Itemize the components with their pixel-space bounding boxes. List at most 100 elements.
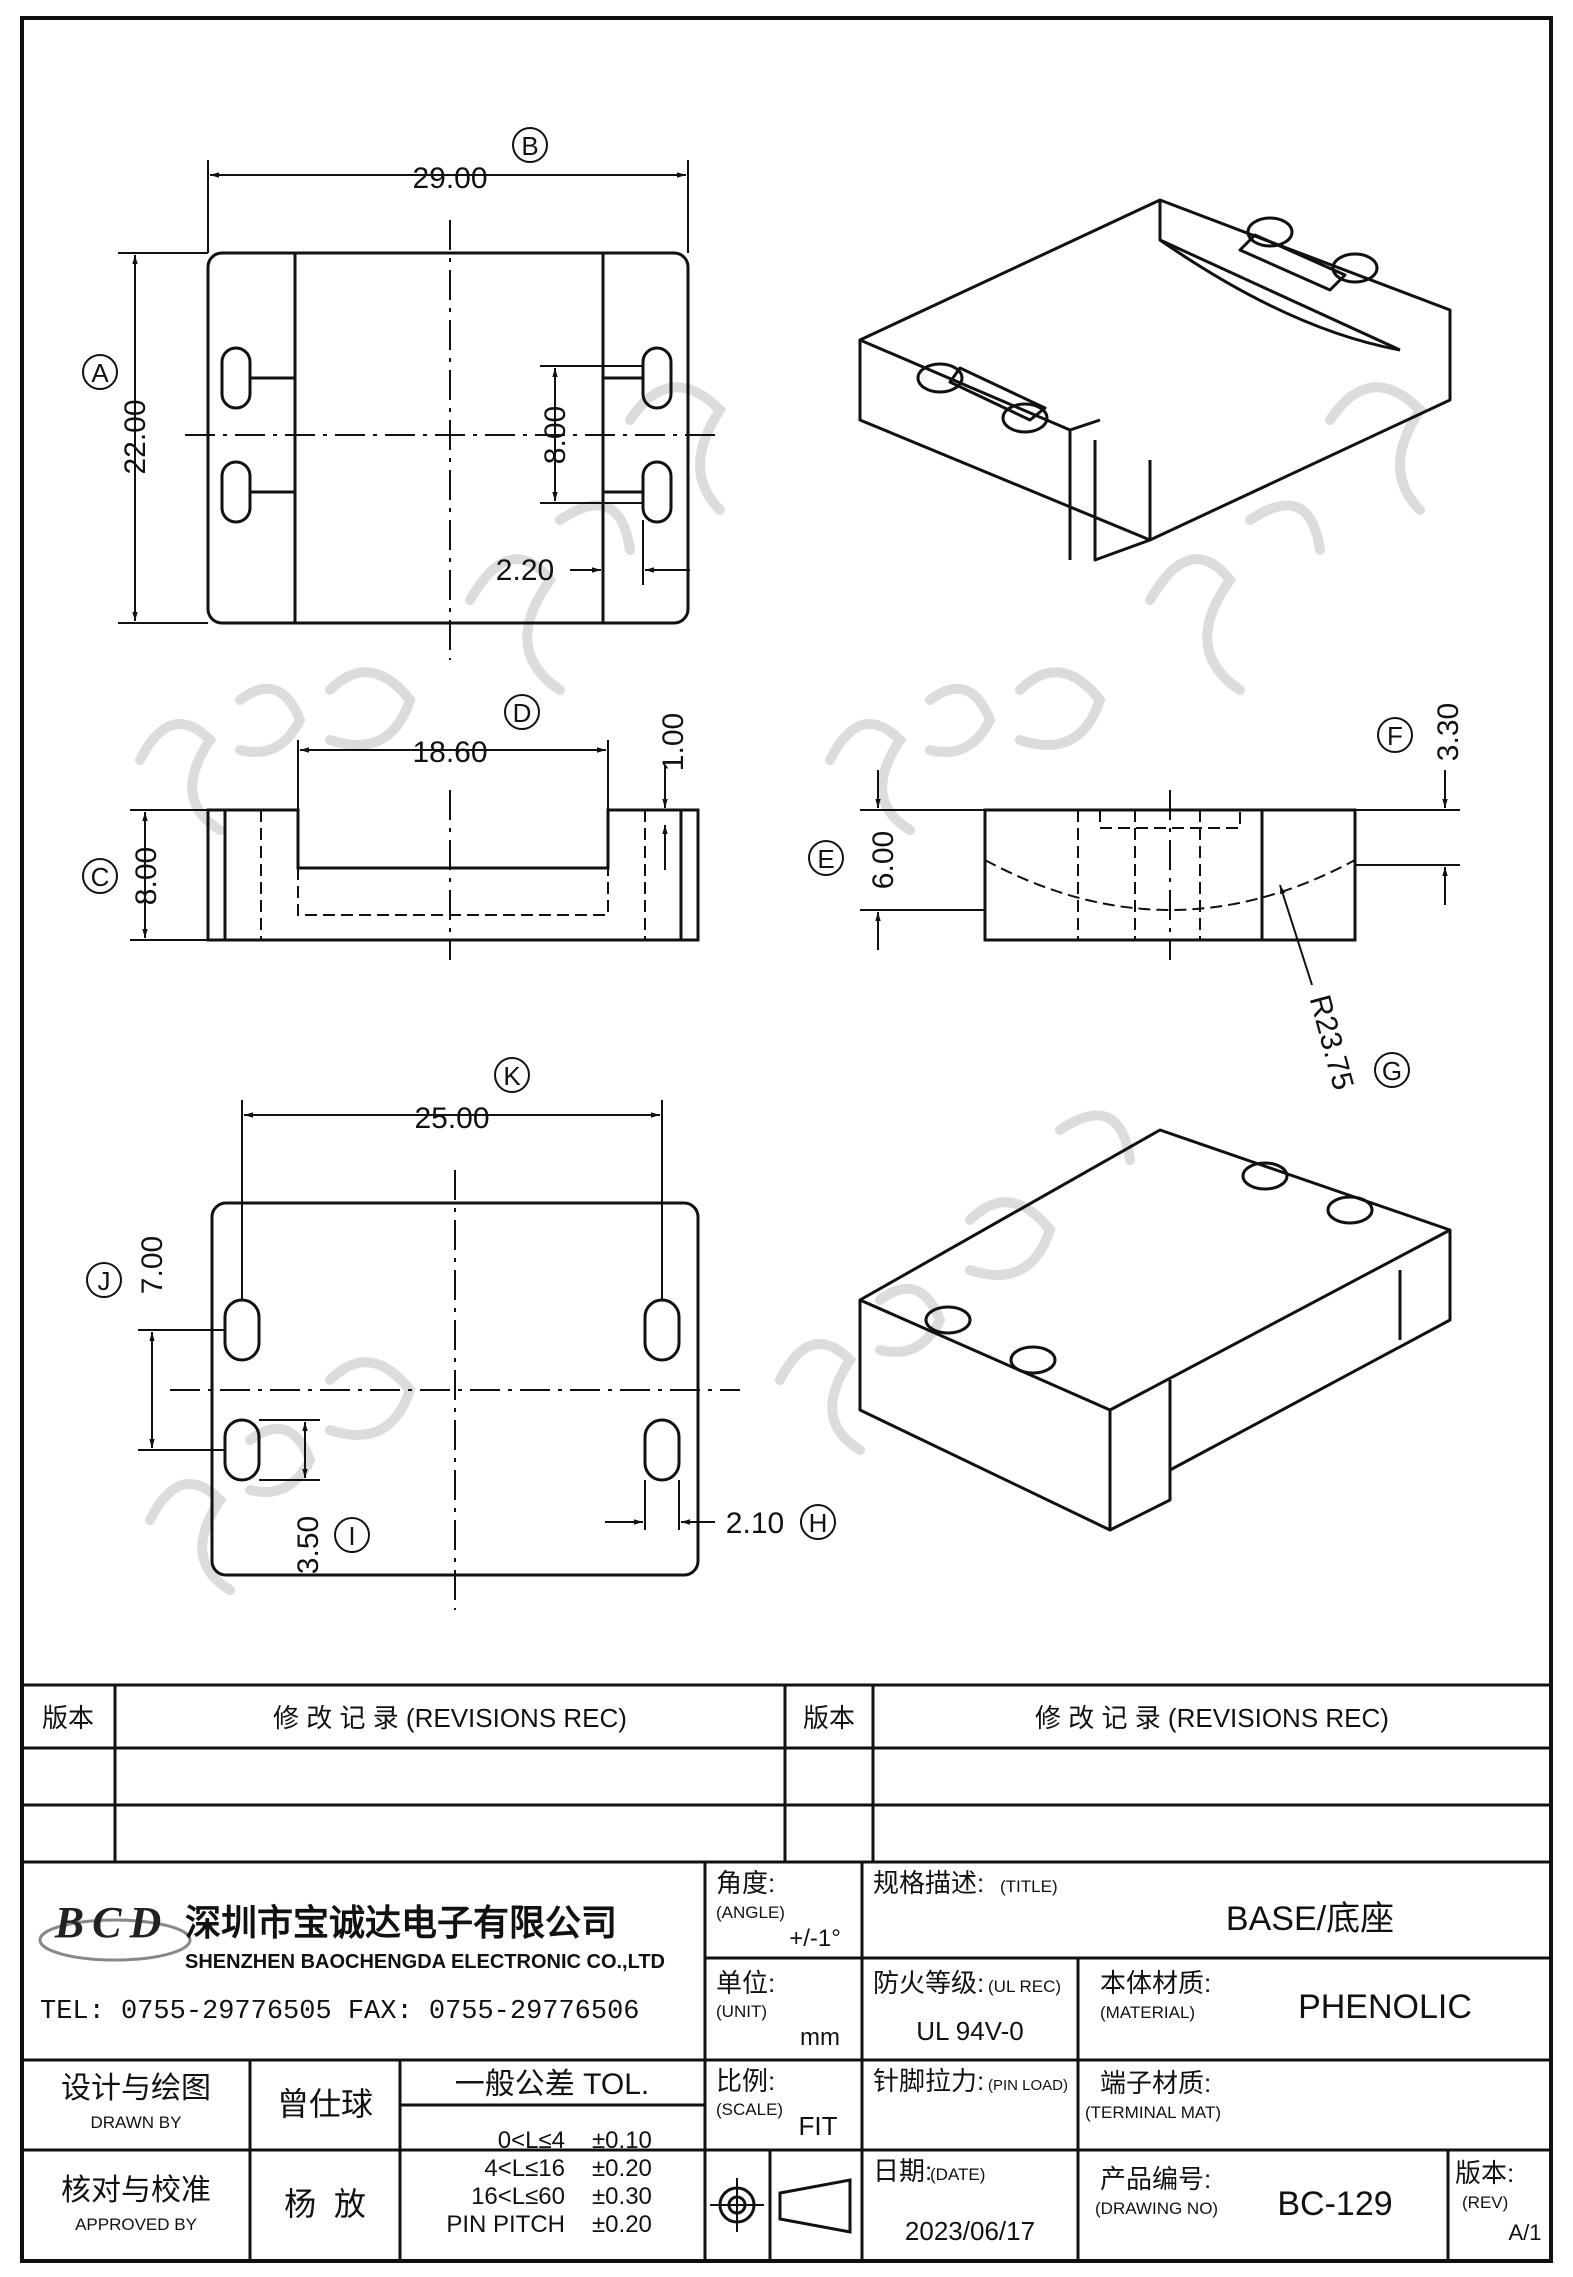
top-view <box>118 160 715 660</box>
unit-label: 单位: <box>716 1968 775 1998</box>
tol-value-3: ±0.20 <box>592 2211 652 2238</box>
rev-version-label-right: 版本 <box>803 1703 855 1733</box>
callout-a: A <box>91 358 109 388</box>
unit-label-en: (UNIT) <box>716 2002 767 2021</box>
approved-label: 核对与校准 <box>61 2174 211 2207</box>
logo-text: BCD <box>54 1898 169 1947</box>
projection-symbol <box>710 2178 852 2234</box>
rev-value: A/1 <box>1508 2220 1541 2245</box>
scale-value: FIT <box>799 2111 838 2141</box>
drawing-no-label: 产品编号: <box>1100 2164 1211 2194</box>
slot-bl <box>220 460 252 524</box>
rev-version-label-left: 版本 <box>42 1703 94 1733</box>
dim-8-text: 8.00 <box>539 406 572 464</box>
title-block-fields: 角度: (ANGLE) +/-1° 规格描述: (TITLE) BASE/底座 … <box>61 1868 1542 2246</box>
tol-value-0: ±0.10 <box>592 2127 652 2154</box>
bottom-slot-bl <box>223 1418 261 1482</box>
callout-b: B <box>521 131 538 161</box>
dim-2-10-text: 2.10 <box>726 1507 784 1540</box>
tol-value-2: ±0.30 <box>592 2183 652 2210</box>
callout-i: I <box>348 1521 355 1551</box>
material-label: 本体材质: <box>1100 1968 1211 1998</box>
ul-label: 防火等级: <box>873 1968 984 1998</box>
scale-label: 比例: <box>716 2066 775 2096</box>
rev-label: 版本: <box>1455 2158 1514 2188</box>
material-label-en: (MATERIAL) <box>1100 2003 1195 2022</box>
callout-g: G <box>1382 1056 1402 1086</box>
dim-18-60-text: 18.60 <box>412 736 487 769</box>
ul-value: UL 94V-0 <box>916 2016 1023 2046</box>
tol-range-1: 4<L≤16 <box>484 2155 565 2182</box>
rev-record-label-left: 修 改 记 录 (REVISIONS REC) <box>273 1703 627 1733</box>
drawn-value: 曾仕球 <box>277 2086 373 2122</box>
bottom-slot-br <box>643 1418 681 1482</box>
slot-tl <box>220 346 252 410</box>
callout-e: E <box>817 844 834 874</box>
dim-3-50-text: 3.50 <box>292 1516 325 1574</box>
angle-label: 角度: <box>716 1868 775 1898</box>
dim-1-00-text: 1.00 <box>657 713 690 771</box>
dim-7-text: 7.00 <box>136 1236 169 1294</box>
tol-range-0: 0<L≤4 <box>498 2127 565 2154</box>
dim-25-text: 25.00 <box>414 1102 489 1135</box>
callout-d: D <box>513 698 532 728</box>
pin-load-label-en: (PIN LOAD) <box>988 2077 1068 2094</box>
tol-value-1: ±0.20 <box>592 2155 652 2182</box>
unit-value: mm <box>800 2024 840 2051</box>
bottom-view-labels: 25.00 K 7.00 J 3.50 I 2.10 H <box>86 1057 836 1574</box>
approved-value: 杨 放 <box>284 2186 366 2222</box>
approved-label-en: APPROVED BY <box>75 2215 197 2234</box>
dim-29-text: 29.00 <box>412 162 487 195</box>
company-logo: BCD <box>38 1898 192 1962</box>
tol-range-2: 16<L≤60 <box>471 2183 565 2210</box>
dim-2-20-text: 2.20 <box>496 554 554 587</box>
title-label: 规格描述: <box>873 1868 984 1898</box>
rev-record-label-right: 修 改 记 录 (REVISIONS REC) <box>1035 1703 1389 1733</box>
angle-value: +/-1° <box>789 1925 841 1952</box>
title-block-grid <box>22 1862 1551 2261</box>
front-view-labels: 18.60 D 8.00 C 1.00 <box>82 694 690 905</box>
watermark <box>135 382 1427 1595</box>
dim-22-text: 22.00 <box>119 399 152 474</box>
dim-radius-text: R23.75 <box>1303 992 1360 1094</box>
callout-k: K <box>503 1061 521 1091</box>
iso-view-bottom <box>858 1128 1452 1532</box>
tol-title: 一般公差 TOL. <box>455 2068 649 2101</box>
title-value: BASE/底座 <box>1226 1900 1394 1938</box>
side-view-labels: 6.00 E 3.30 F R23.75 G <box>808 703 1465 1094</box>
top-view-labels: 29.00 B 22.00 A 8.00 2.20 <box>82 127 572 587</box>
drawn-label-en: DRAWN BY <box>91 2113 182 2132</box>
slot-br <box>641 460 673 524</box>
bottom-view <box>138 1100 740 1610</box>
tol-range-3: PIN PITCH <box>446 2211 565 2238</box>
callout-f: F <box>1387 721 1403 751</box>
angle-label-en: (ANGLE) <box>716 1903 785 1922</box>
company-tel-fax: TEL: 0755-29776505 FAX: 0755-29776506 <box>40 1997 640 2027</box>
callout-h: H <box>809 1508 828 1538</box>
bottom-slot-tr <box>643 1298 681 1362</box>
top-view-outline <box>206 251 690 625</box>
date-value: 2023/06/17 <box>905 2216 1035 2246</box>
date-label-en: (DATE) <box>930 2165 985 2184</box>
material-value: PHENOLIC <box>1298 1988 1472 2026</box>
revision-table <box>22 1683 1551 1864</box>
terminal-label: 端子材质: <box>1100 2068 1211 2098</box>
rev-label-en: (REV) <box>1462 2193 1508 2212</box>
bottom-slot-tl <box>223 1298 261 1362</box>
company-block: BCD 深圳市宝诚达电子有限公司 SHENZHEN BAOCHENGDA ELE… <box>38 1898 665 2027</box>
revision-table-labels: 版本 修 改 记 录 (REVISIONS REC) 版本 修 改 记 录 (R… <box>42 1703 1389 1733</box>
company-name-en: SHENZHEN BAOCHENGDA ELECTRONIC CO.,LTD <box>185 1951 665 1973</box>
drawn-label: 设计与绘图 <box>61 2072 211 2105</box>
drawing-no-value: BC-129 <box>1277 2185 1392 2223</box>
title-label-en: (TITLE) <box>1000 1877 1058 1896</box>
front-view <box>130 740 700 960</box>
sheet-border <box>20 16 1553 2263</box>
iso-view-top <box>858 198 1452 562</box>
scale-label-en: (SCALE) <box>716 2100 783 2119</box>
company-name-cn: 深圳市宝诚达电子有限公司 <box>185 1902 617 1943</box>
dim-front-8-text: 8.00 <box>130 847 163 905</box>
dim-3-30-text: 3.30 <box>1432 703 1465 761</box>
drawing-no-label-en: (DRAWING NO) <box>1095 2199 1218 2218</box>
side-view <box>860 770 1460 986</box>
